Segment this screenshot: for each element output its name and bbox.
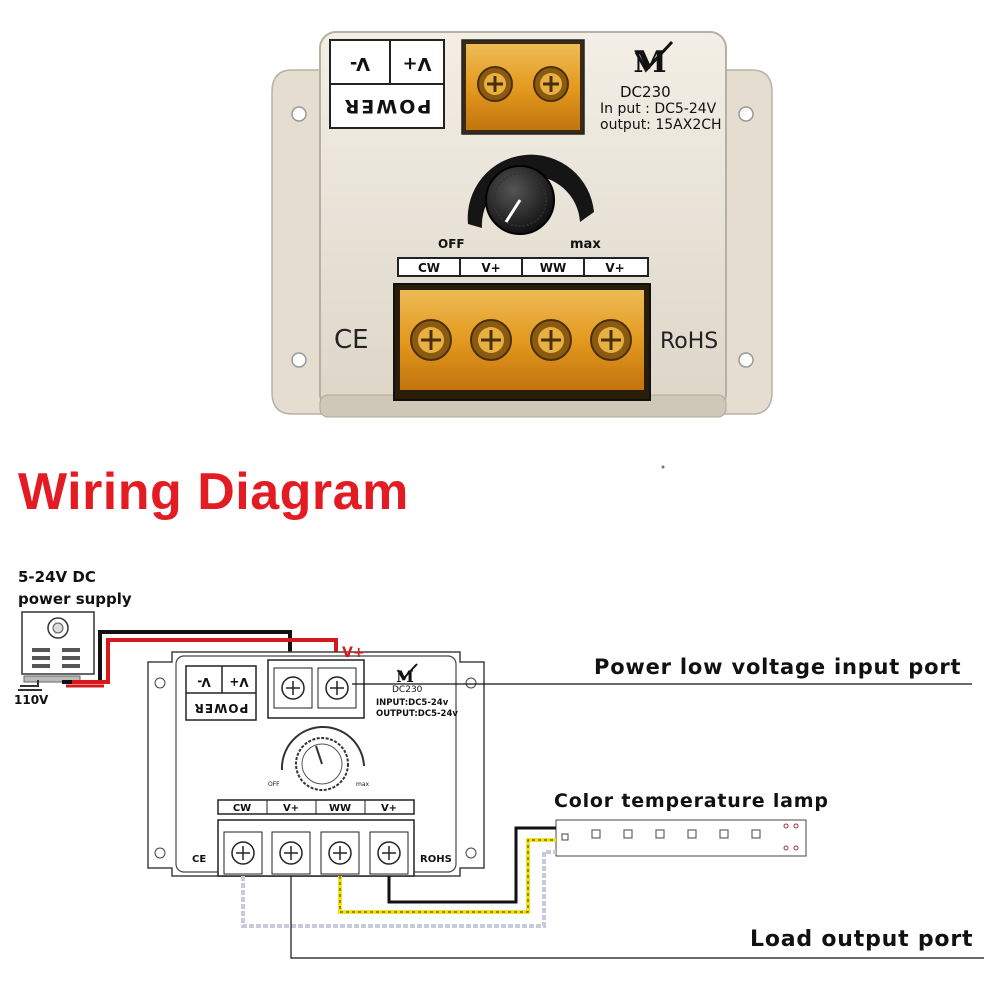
diagram-label-ww: WW [329,803,351,814]
mount-hole-icon [738,352,754,368]
vplus-wire-label: V+ [342,645,365,661]
lamp-strip-icon [555,819,807,857]
diagram-input-screw-icon [281,676,305,700]
diagram-rohs-mark: ROHS [420,854,452,865]
output-label-ww: WW [540,261,566,275]
output-terminal-block [393,283,651,401]
output-screw-icon [470,319,512,361]
input-screw-icon [477,66,513,102]
mount-hole-icon [291,106,307,122]
wiring-diagram: V- V+ POWER M DC230 INPUT:DC5-24v OUTP [18,611,984,959]
diagram-input-screw-icon [325,676,349,700]
diagram-device: V- V+ POWER M DC230 INPUT:DC5-24v OUTP [147,651,485,877]
output-label-vplus-2: V+ [605,261,624,275]
diagram-output-screw-icon [223,831,263,875]
diagram-power-label: POWER [194,701,249,715]
product-photo: V- V+ POWER M DC230 In put : D [271,31,773,418]
power-label-block: V- V+ POWER [329,39,445,129]
diagram-brand-check-icon [397,663,418,681]
stray-dot [661,465,665,469]
mains-label: 110V [14,693,49,707]
power-label: POWER [343,95,432,117]
diagram-output-screw-icon [369,831,409,875]
output-port-callout: Load output port [750,927,974,952]
power-supply-icon [21,611,95,683]
output-spec: output: 15AX2CH [600,117,722,133]
diagram-output-spec: OUTPUT:DC5-24v [376,709,458,719]
psu-label: 5-24V DC power supply [18,566,132,610]
output-label-vplus: V+ [481,261,500,275]
diagram-label-vplus-2: V+ [381,803,397,814]
right-mounting-flange [723,69,773,415]
brand-logo: M [633,45,666,80]
ce-mark: CE [334,325,369,355]
output-screw-icon [530,319,572,361]
diagram-model-label: DC230 [392,685,423,695]
diagram-output-screw-icon [271,831,311,875]
diagram-off-label: OFF [268,781,280,788]
input-terminal-block [461,39,585,135]
diagram-vminus-label: V- [197,675,210,689]
output-screw-icon [590,319,632,361]
knob-pointer [504,199,522,223]
input-spec: In put : DC5-24V [600,101,717,117]
output-screw-icon [410,319,452,361]
output-port-leader [290,876,984,959]
knob-max-label: max [570,237,601,252]
psu-label-line2: power supply [18,590,132,608]
knob-off-label: OFF [438,237,465,251]
diagram-label-vplus: V+ [283,803,299,814]
brand-logo-check-icon [634,40,674,73]
diagram-knob-arc [280,725,365,771]
input-screw-icon [533,66,569,102]
diagram-input-spec: INPUT:DC5-24v [376,698,449,708]
mount-hole-icon [738,106,754,122]
mains-plug-icon [18,680,42,691]
rohs-mark: RoHS [660,329,718,354]
diagram-label-cw: CW [233,803,251,814]
psu-label-line1: 5-24V DC [18,568,96,586]
model-label: DC230 [620,83,671,101]
input-port-callout: Power low voltage input port [594,655,962,679]
wire-red-vplus [72,638,338,684]
left-mounting-flange [271,69,323,415]
power-vplus-label: V+ [402,53,431,74]
lamp-callout: Color temperature lamp [554,790,829,812]
diagram-vplus-label: V+ [229,675,248,689]
diagram-max-label: max [356,781,370,788]
diagram-output-screw-icon [320,831,360,875]
wire-white-cw [241,850,556,928]
diagram-heading: Wiring Diagram [18,463,409,521]
wire-black-vplus [387,826,556,904]
diagram-ce-mark: CE [192,854,206,865]
output-label-cw: CW [418,261,440,275]
power-vminus-label: V- [350,53,370,74]
mount-hole-icon [291,352,307,368]
